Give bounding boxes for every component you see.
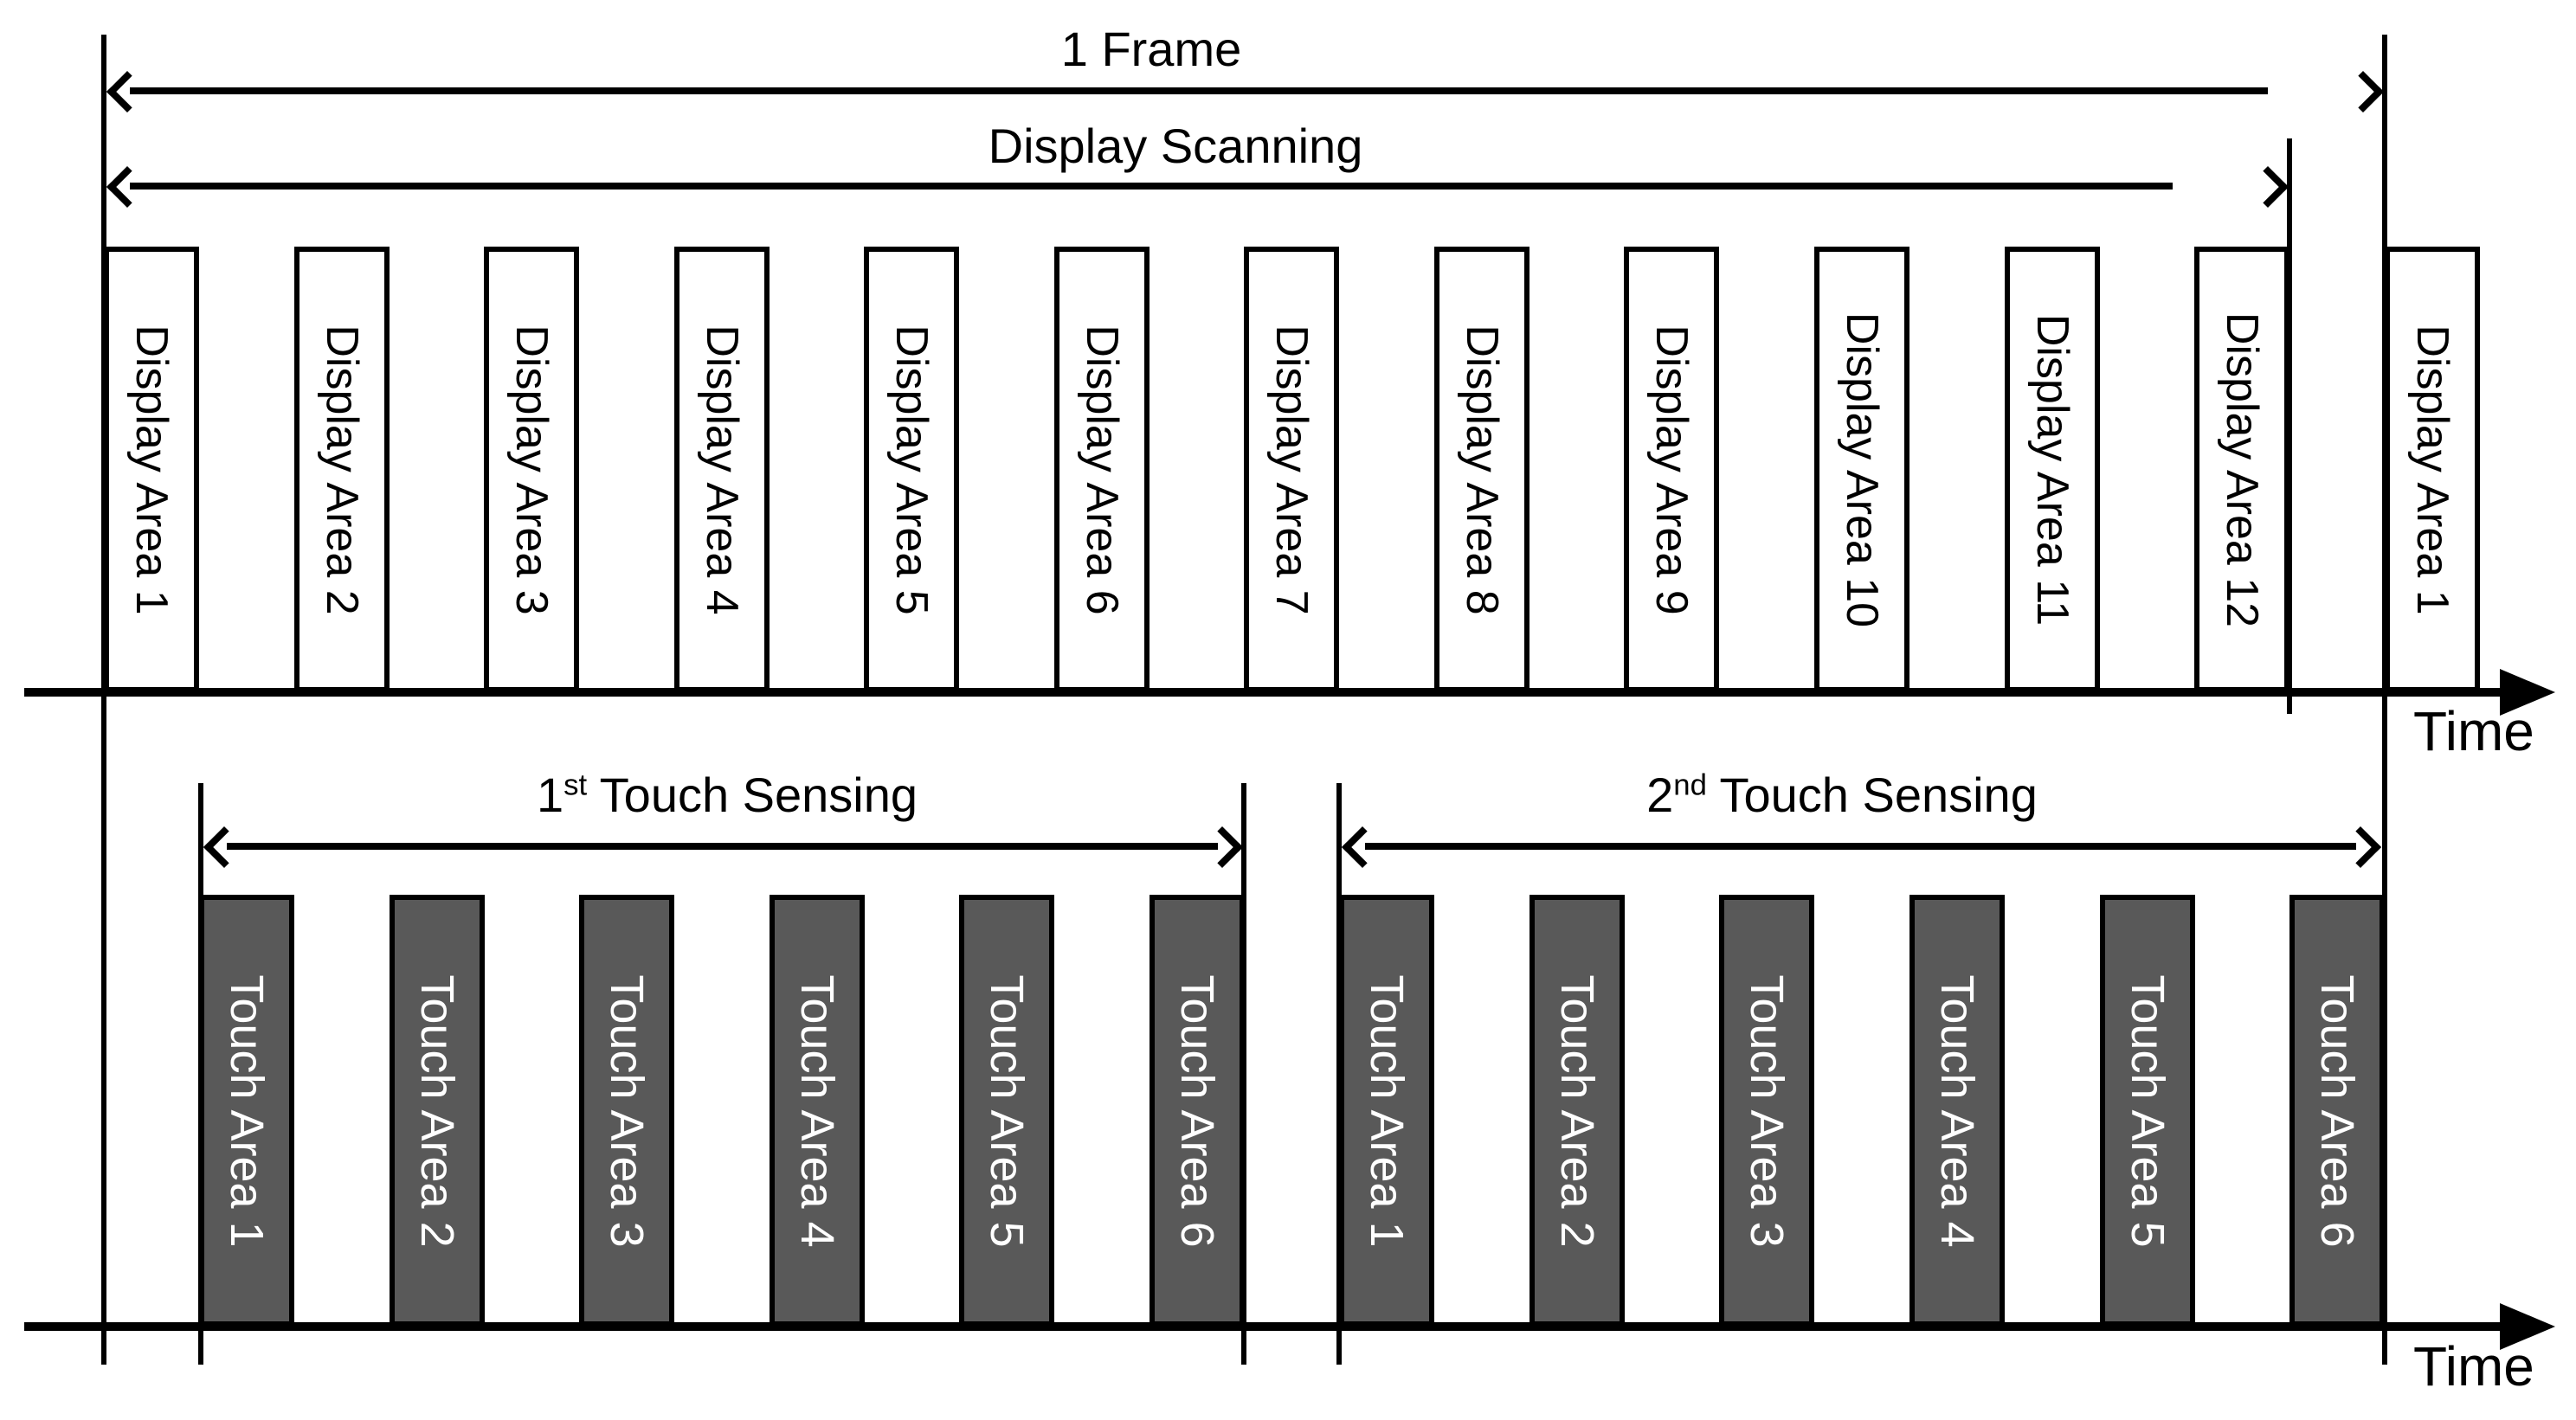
display-area-box: Display Area 10 [1814, 247, 1909, 692]
display-area-label: Display Area 3 [506, 324, 557, 615]
display-area-label: Display Area 10 [1837, 312, 1887, 627]
touch1-num: 1 [536, 768, 564, 822]
touch-area-label: Touch Area 4 [791, 973, 843, 1248]
touch2-num: 2 [1646, 768, 1674, 822]
touch-area-label: Touch Area 1 [221, 973, 273, 1248]
display-area-box: Display Area 1 [104, 247, 199, 692]
frame-end-line [2382, 35, 2387, 1365]
display-area-box: Display Area 7 [1244, 247, 1339, 692]
touch2-sensing-label: 2nd Touch Sensing [1646, 767, 2038, 823]
touch2-arrow-left-head [1341, 826, 1384, 869]
touch-area-label: Touch Area 5 [981, 973, 1033, 1248]
touch-area-box: Touch Area 1 [199, 895, 294, 1327]
touch1-arrow-left-head [203, 826, 246, 869]
time-label-top: Time [2413, 700, 2534, 762]
touch-area-box: Touch Area 2 [1530, 895, 1625, 1327]
touch2-ordinal-sup: nd [1673, 768, 1707, 802]
touch-area-box: Touch Area 6 [1150, 895, 1245, 1327]
display-area-label: Display Area 1 [126, 324, 177, 615]
touch-area-box: Touch Area 1 [1339, 895, 1434, 1327]
touch2-rest: Touch Sensing [1706, 768, 2038, 822]
touch-area-label: Touch Area 3 [1741, 973, 1793, 1248]
display-area-label: Display Area 6 [1077, 324, 1127, 615]
touch1-rest: Touch Sensing [587, 768, 918, 822]
touch1-arrow-right-head [1201, 826, 1244, 869]
display-area-label: Display Area 12 [2217, 312, 2267, 627]
touch-area-box: Touch Area 5 [2100, 895, 2195, 1327]
display-area-label: Display Area 1 [2407, 324, 2457, 615]
display-area-label: Display Area 2 [317, 324, 367, 615]
frame-arrow-left-head [106, 70, 149, 113]
display-area-box: Display Area 8 [1434, 247, 1530, 692]
touch-area-label: Touch Area 4 [1931, 973, 1983, 1248]
touch1-sensing-label: 1st Touch Sensing [537, 767, 918, 823]
touch-area-label: Touch Area 6 [2311, 973, 2363, 1248]
touch1-ordinal-sup: st [564, 768, 588, 802]
touch-area-box: Touch Area 3 [579, 895, 674, 1327]
touch-area-box: Touch Area 5 [959, 895, 1054, 1327]
display-area-label: Display Area 4 [697, 324, 747, 615]
time-axis-top-arrowhead [2500, 669, 2555, 716]
time-axis-bottom [24, 1322, 2505, 1331]
display-area-box: Display Area 6 [1054, 247, 1150, 692]
touch-area-label: Touch Area 3 [601, 973, 653, 1248]
display-area-box: Display Area 12 [2194, 247, 2289, 692]
touch1-arrow-shaft [227, 843, 1218, 850]
touch-area-label: Touch Area 2 [411, 973, 463, 1248]
display-area-box: Display Area 11 [2005, 247, 2100, 692]
display-scanning-arrow-right-head [2246, 165, 2289, 209]
touch-area-label: Touch Area 1 [1361, 973, 1413, 1248]
display-scanning-arrow-shaft [130, 183, 2173, 190]
time-axis-top [24, 688, 2505, 697]
display-area-label: Display Area 5 [886, 324, 937, 615]
display-area-box: Display Area 4 [674, 247, 770, 692]
display-area-box: Display Area 1 [2385, 247, 2480, 692]
display-area-box: Display Area 9 [1624, 247, 1719, 692]
touch-area-box: Touch Area 2 [390, 895, 485, 1327]
frame-arrow-right-head [2341, 70, 2385, 113]
time-axis-bottom-arrowhead [2500, 1303, 2555, 1350]
touch2-arrow-right-head [2339, 826, 2382, 869]
touch-area-box: Touch Area 4 [1909, 895, 2005, 1327]
time-label-bottom: Time [2413, 1335, 2534, 1398]
display-area-box: Display Area 2 [294, 247, 390, 692]
display-scanning-arrow-left-head [106, 165, 149, 209]
display-area-box: Display Area 3 [484, 247, 579, 692]
touch-area-box: Touch Area 3 [1719, 895, 1814, 1327]
display-area-label: Display Area 9 [1646, 324, 1697, 615]
frame-start-line [101, 35, 106, 1365]
frame-arrow-shaft [130, 87, 2268, 94]
frame-label: 1 Frame [1060, 22, 1242, 76]
touch-area-box: Touch Area 6 [2289, 895, 2385, 1327]
touch2-arrow-shaft [1365, 843, 2356, 850]
display-area-label: Display Area 11 [2027, 313, 2077, 626]
display-area-box: Display Area 5 [864, 247, 959, 692]
display-area-label: Display Area 7 [1266, 324, 1317, 615]
display-scanning-end-line [2287, 138, 2292, 714]
display-scanning-label: Display Scanning [988, 119, 1363, 173]
display-area-label: Display Area 8 [1457, 324, 1507, 615]
touch-area-label: Touch Area 2 [1551, 973, 1603, 1248]
touch-area-label: Touch Area 6 [1171, 973, 1223, 1248]
touch-area-box: Touch Area 4 [770, 895, 865, 1327]
touch-area-label: Touch Area 5 [2122, 973, 2174, 1248]
